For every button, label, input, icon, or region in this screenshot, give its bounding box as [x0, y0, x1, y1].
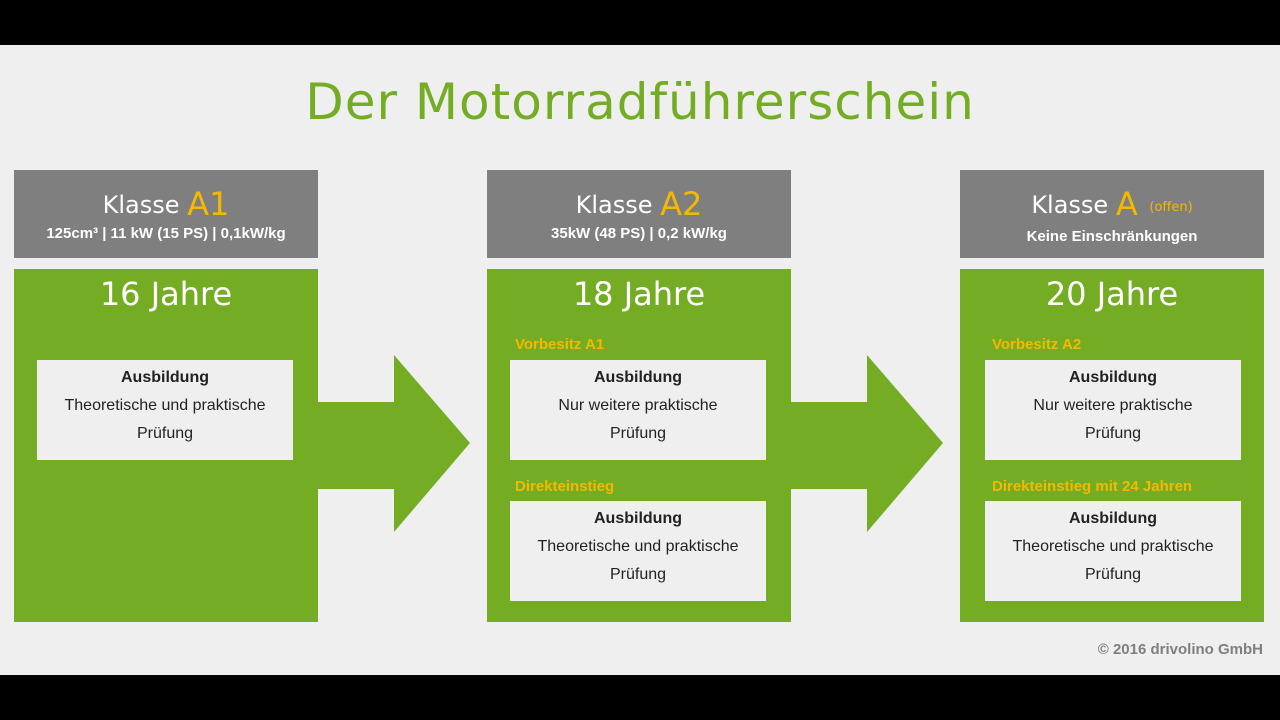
training-text: Theoretische und praktische — [1012, 538, 1214, 555]
training-box: Ausbildung Nur weitere praktische Prüfun… — [510, 360, 766, 460]
path-label: Direkteinstieg mit 24 Jahren — [992, 478, 1193, 495]
copyright-text: © 2016 drivolino GmbH — [1097, 641, 1263, 658]
class-header-a2: Klasse A2 35kW (48 PS) | 0,2 kW/kg — [487, 170, 791, 258]
training-text: Theoretische und praktische — [64, 397, 266, 414]
training-title: Ausbildung — [594, 510, 682, 527]
class-prefix: Klasse — [1031, 191, 1109, 219]
training-title: Ausbildung — [1069, 369, 1157, 386]
panel-a2: 18 Jahre Vorbesitz A1 Ausbildung Nur wei… — [487, 269, 791, 622]
arrow-right-icon — [791, 355, 943, 532]
training-text: Prüfung — [609, 566, 667, 583]
panel-a1: 16 Jahre Ausbildung Theoretische und pra… — [14, 269, 318, 622]
training-title: Ausbildung — [594, 369, 682, 386]
age-label: 18 Jahre — [572, 275, 706, 313]
training-text: Prüfung — [136, 425, 194, 442]
path-label: Vorbesitz A1 — [515, 336, 605, 353]
training-box: Ausbildung Theoretische und praktische P… — [510, 501, 766, 601]
training-text: Nur weitere praktische — [1033, 397, 1193, 414]
training-text: Prüfung — [609, 425, 667, 442]
class-note: (offen) — [1149, 200, 1193, 215]
training-text: Prüfung — [1084, 566, 1142, 583]
panel-a: 20 Jahre Vorbesitz A2 Ausbildung Nur wei… — [960, 269, 1264, 622]
training-text: Prüfung — [1084, 425, 1142, 442]
class-prefix: Klasse — [102, 191, 180, 219]
page-title: Der Motorradführerschein — [305, 73, 975, 131]
class-header-a1: Klasse A1 125cm³ | 11 kW (15 PS) | 0,1kW… — [14, 170, 318, 258]
age-label: 16 Jahre — [99, 275, 233, 313]
class-code: A1 — [187, 185, 230, 223]
training-box: Ausbildung Theoretische und praktische P… — [37, 360, 293, 460]
class-prefix: Klasse — [575, 191, 653, 219]
class-header-a: Klasse A (offen) Keine Einschränkungen — [960, 170, 1264, 258]
class-code: A2 — [660, 185, 703, 223]
path-label: Direkteinstieg — [515, 478, 615, 495]
class-spec: Keine Einschränkungen — [1026, 228, 1198, 245]
training-box: Ausbildung Theoretische und praktische P… — [985, 501, 1241, 601]
class-code: A — [1115, 185, 1138, 223]
training-title: Ausbildung — [1069, 510, 1157, 527]
slide: Der Motorradführerschein Klasse A1 125cm… — [0, 45, 1280, 675]
class-spec: 125cm³ | 11 kW (15 PS) | 0,1kW/kg — [46, 225, 286, 242]
age-label: 20 Jahre — [1045, 275, 1179, 313]
arrow-right-icon — [318, 355, 470, 532]
training-text: Nur weitere praktische — [558, 397, 718, 414]
path-label: Vorbesitz A2 — [992, 336, 1082, 353]
class-spec: 35kW (48 PS) | 0,2 kW/kg — [551, 225, 727, 242]
training-text: Theoretische und praktische — [537, 538, 739, 555]
training-box: Ausbildung Nur weitere praktische Prüfun… — [985, 360, 1241, 460]
training-title: Ausbildung — [121, 369, 209, 386]
